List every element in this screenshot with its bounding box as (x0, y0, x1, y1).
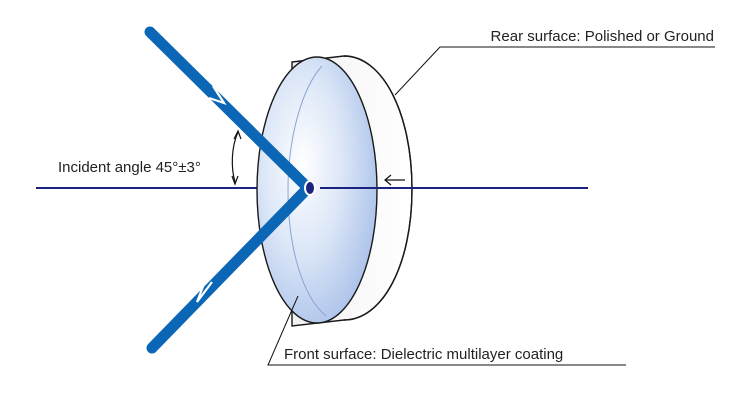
reflected-beam (146, 184, 312, 354)
axis-arrow-icon (384, 174, 405, 186)
outgoing-arrow-icon (195, 281, 213, 303)
incident-angle-label: Incident angle 45°±3° (58, 159, 201, 176)
front-surface-leader (267, 295, 626, 366)
angle-arrow-icon (231, 129, 242, 186)
incoming-arrow-icon (208, 85, 227, 106)
mirror-front-face (256, 56, 378, 324)
front-surface-label: Front surface: Dielectric multilayer coa… (284, 346, 563, 363)
incoming-beam (144, 26, 312, 192)
mirror-element (256, 55, 413, 327)
mirror-inner-ring (287, 65, 327, 317)
rear-surface-leader (394, 46, 715, 96)
incidence-point-marker (304, 180, 316, 196)
rear-surface-label: Rear surface: Polished or Ground (491, 28, 714, 45)
